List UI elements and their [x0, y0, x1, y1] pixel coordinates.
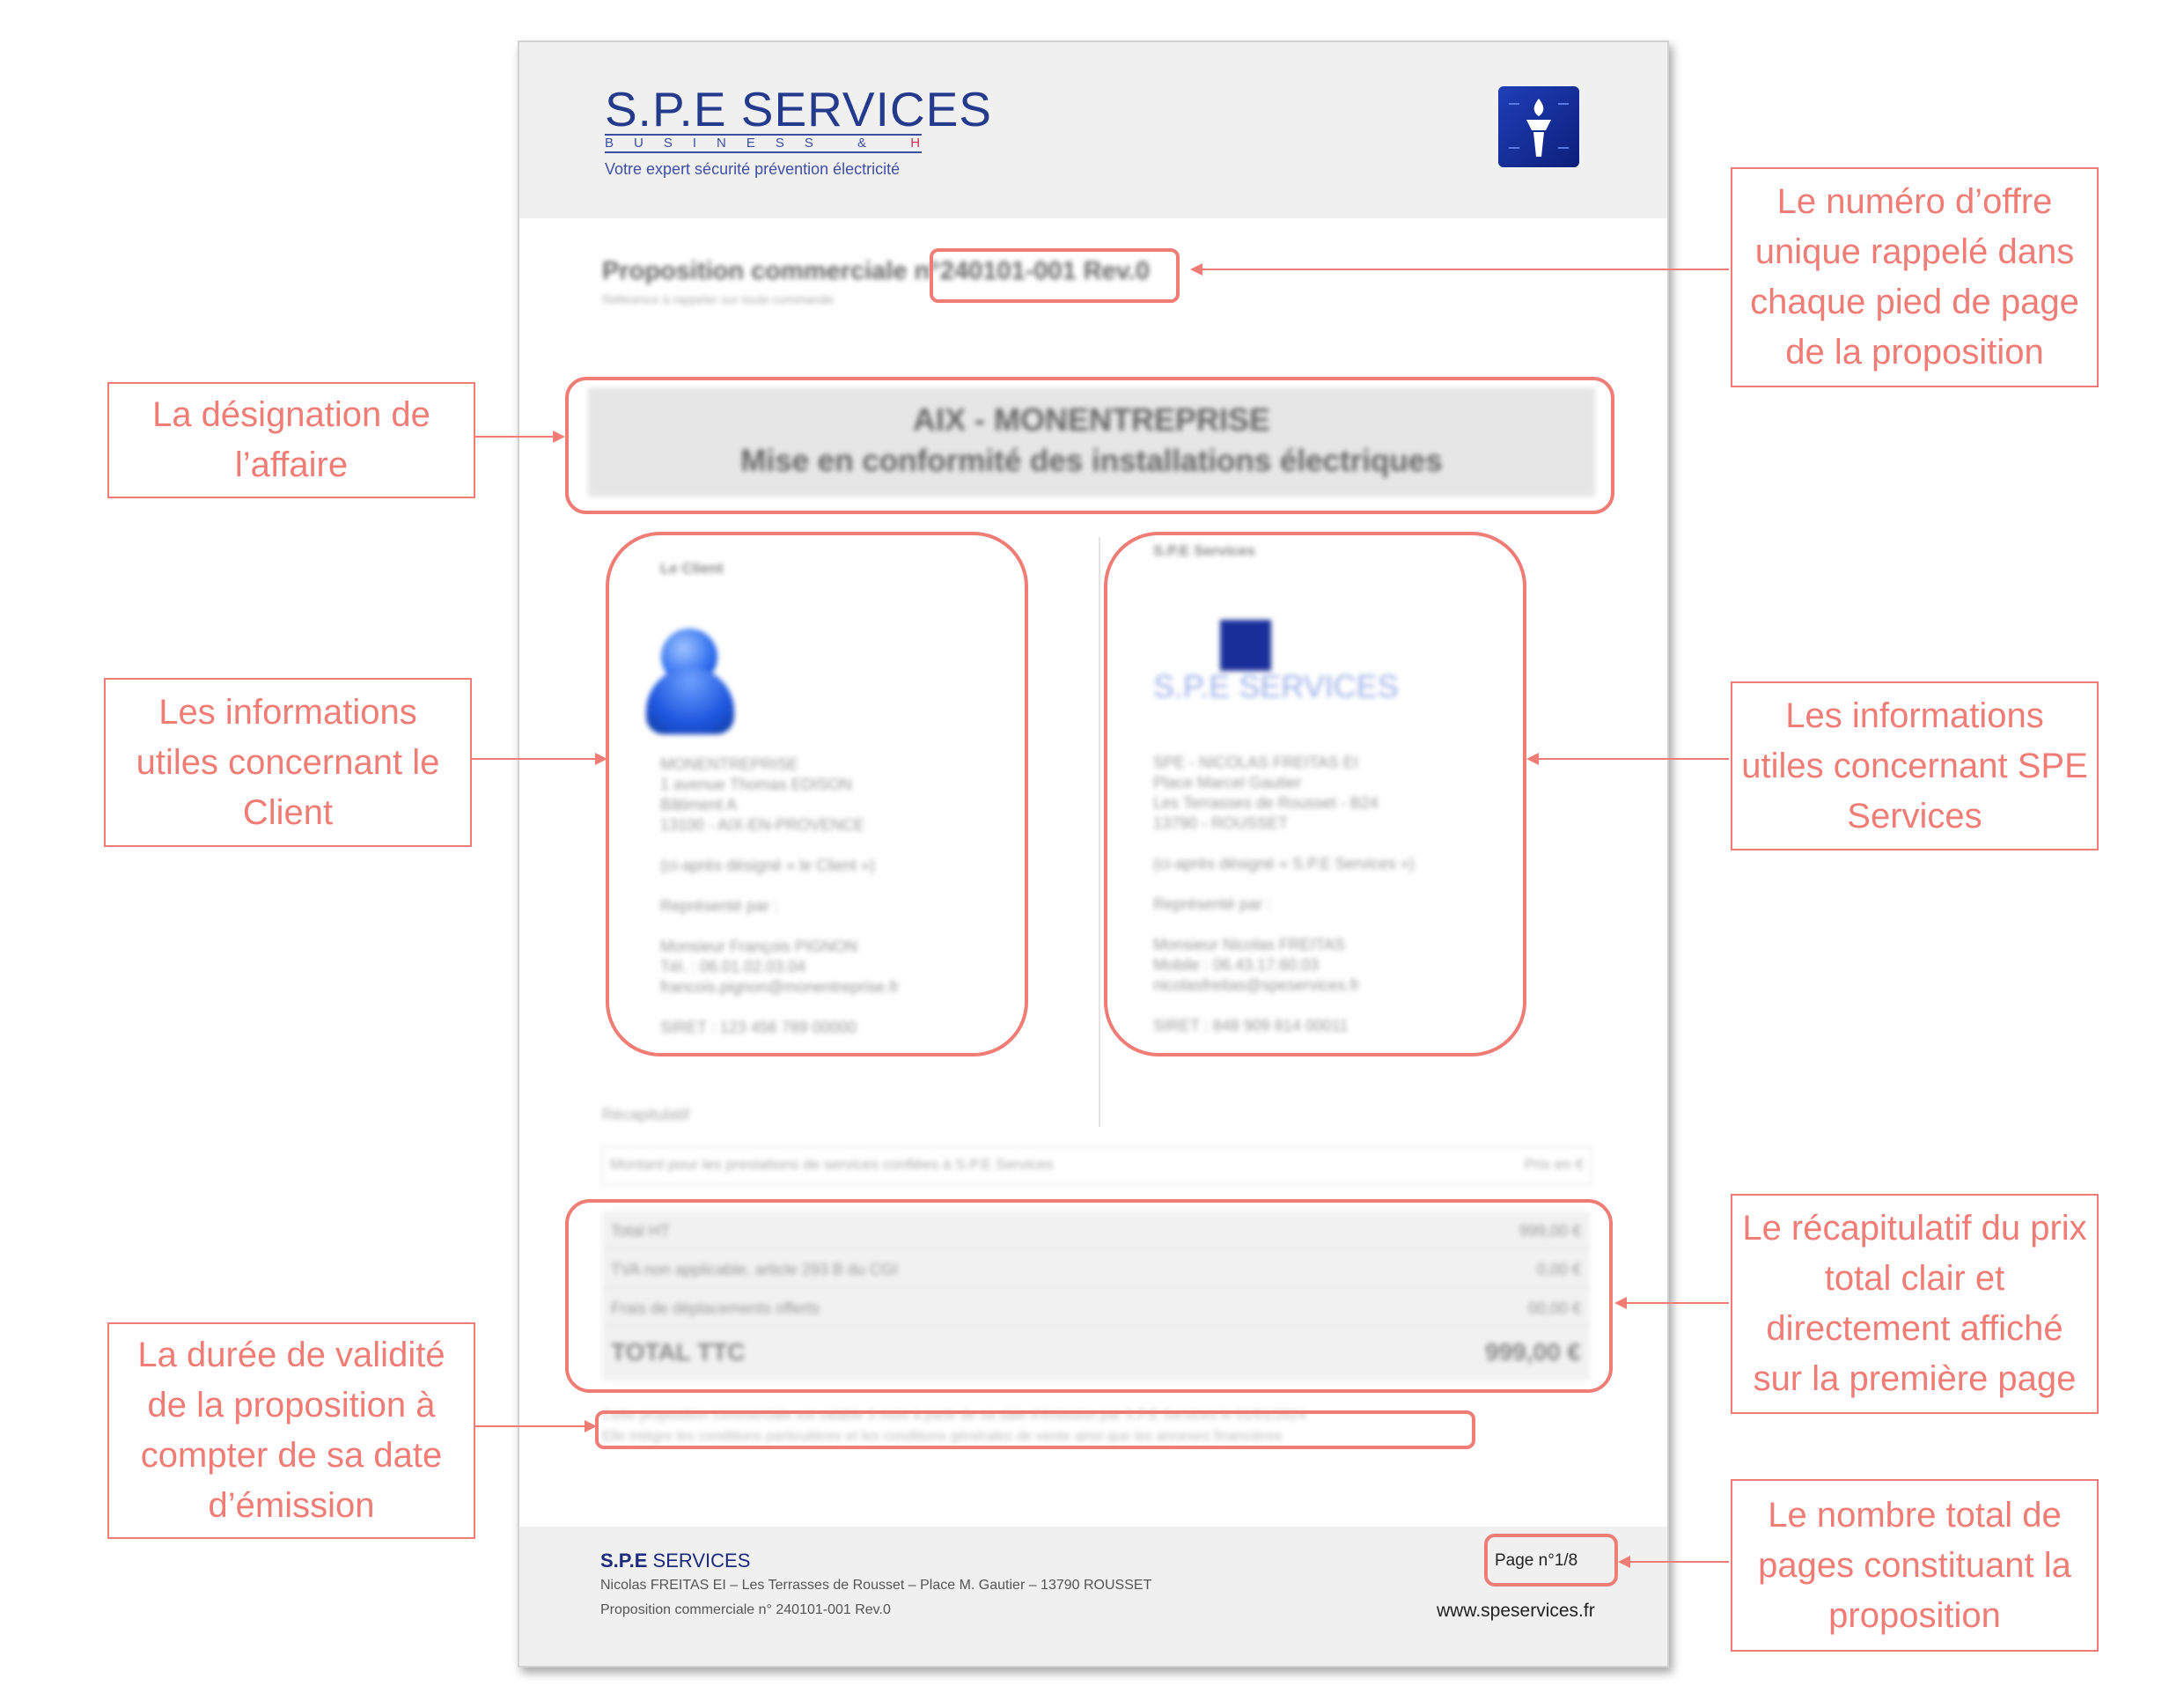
footer-brand: S.P.E SERVICES [600, 1550, 750, 1572]
table-row: TVA non applicable, article 293 B du CGI… [602, 1250, 1590, 1288]
spe-mini-logo-icon [1220, 620, 1271, 671]
recap-row-value: Prix en € [1524, 1156, 1584, 1173]
travel-fees-label: Frais de déplacements offerts [611, 1299, 820, 1317]
client-line: MONENTREPRISE [660, 755, 799, 773]
table-row: TOTAL TTC 999,00 € [602, 1328, 1590, 1379]
proposal-subtitle: Référence à rappeler sur toute commande [602, 292, 835, 306]
brand-block: S.P.E SERVICES BUSINESS & HOME Votre exp… [605, 85, 992, 179]
provider-line: 13790 - ROUSSET [1153, 814, 1289, 832]
client-line: Tél. : 06.01.02.03.04 [660, 958, 806, 975]
spe-mini-logo-name: S.P.E SERVICES [1153, 668, 1399, 704]
callout-client-info: Les informations utiles concernant le Cl… [104, 678, 472, 847]
recap-row: Montant pour les prestations de services… [602, 1146, 1592, 1185]
torch-logo-icon [1498, 86, 1579, 167]
spe-heading: S.P.E Services [1153, 542, 1255, 559]
footer-page-number: Page n°1/8 [1495, 1551, 1578, 1570]
client-line: Monsieur François PIGNON [660, 938, 858, 955]
callout-price-summary: Le récapitulatif du prix total clair et … [1731, 1194, 2099, 1414]
client-line: francois.pignon@monentreprise.fr [660, 978, 900, 996]
callout-designation: La désignation de l’affaire [107, 382, 475, 498]
callout-page-count: Le nombre total de pages constituant la … [1731, 1479, 2099, 1652]
total-ht-label: Total HT [611, 1222, 671, 1240]
brand-name: S.P.E SERVICES [605, 82, 992, 136]
footer-website[interactable]: www.speservices.fr [1437, 1601, 1595, 1621]
provider-line: SPE - NICOLAS FREITAS EI [1153, 754, 1358, 771]
total-ttc-label: TOTAL TTC [611, 1338, 746, 1366]
tva-value: 0,00 € [1536, 1261, 1581, 1278]
callout-spe-info: Les informations utiles concernant SPE S… [1731, 681, 2099, 850]
project-designation: AIX - MONENTREPRISE Mise en conformité d… [588, 387, 1595, 497]
footer-reference: Proposition commerciale n° 240101-001 Re… [600, 1602, 891, 1617]
provider-line: (ci-après désigné « S.P.E Services ») [1153, 855, 1415, 872]
recap-row-label: Montant pour les prestations de services… [610, 1156, 1054, 1173]
table-row: Total HT 999,00 € [602, 1211, 1590, 1249]
designation-line-1: AIX - MONENTREPRISE [912, 401, 1271, 438]
provider-line: Mobile : 06.43.17.60.03 [1153, 956, 1320, 974]
footer-brand-services: SERVICES [652, 1550, 751, 1572]
client-info-block: Le Client MONENTREPRISE 1 avenue Thomas E… [646, 558, 1118, 1036]
client-heading: Le Client [660, 560, 724, 577]
total-ht-value: 999,00 € [1519, 1222, 1581, 1240]
client-line: 1 avenue Thomas EDISON [660, 776, 852, 793]
client-line: 13100 - AIX-EN-PROVENCE [660, 816, 865, 834]
client-details: MONENTREPRISE 1 avenue Thomas EDISON Bâtim… [660, 754, 899, 1037]
spe-details: SPE - NICOLAS FREITAS EI Place Marcel Gau… [1153, 752, 1415, 1035]
validity-line-2: Elle intègre les conditions particulière… [602, 1429, 1283, 1444]
document-header: S.P.E SERVICES BUSINESS & HOME Votre exp… [519, 42, 1667, 218]
tva-label: TVA non applicable, article 293 B du CGI [611, 1261, 898, 1278]
designation-line-2: Mise en conformité des installations éle… [740, 444, 1443, 478]
brand-sub-business: BUSINESS [605, 136, 834, 151]
client-line: SIRET : 123 456 789 00000 [660, 1019, 857, 1036]
callout-offer-number: Le numéro d’offre unique rappelé dans ch… [1731, 167, 2099, 387]
proposal-title: Proposition commerciale n°240101-001 Rev… [602, 257, 1150, 285]
footer-brand-spe: S.P.E [600, 1550, 648, 1572]
column-divider [1099, 537, 1100, 1127]
price-summary-table: Total HT 999,00 € TVA non applicable, ar… [602, 1211, 1590, 1380]
footer-address: Nicolas FREITAS EI – Les Terrasses de Ro… [600, 1578, 1152, 1593]
travel-fees-value: 00,00 € [1527, 1299, 1581, 1317]
client-line: (ci-après désigné « le Client ») [660, 857, 876, 874]
brand-sub-amp: & [857, 136, 887, 151]
client-line: Bâtiment A [660, 796, 738, 814]
brand-sub-home: HOME [910, 136, 922, 151]
total-ttc-value: 999,00 € [1485, 1338, 1581, 1366]
provider-line: SIRET : 848 909 814 00011 [1153, 1017, 1349, 1034]
provider-line: Monsieur Nicolas FREITAS [1153, 936, 1345, 953]
table-row: Frais de déplacements offerts 00,00 € [602, 1289, 1590, 1327]
callout-validity: La durée de validité de la proposition à… [107, 1322, 475, 1539]
brand-tagline: Votre expert sécurité prévention électri… [605, 160, 901, 178]
provider-line: Les Terrasses de Rousset - B24 [1153, 794, 1379, 812]
document-footer [519, 1527, 1667, 1666]
brand-subline: BUSINESS & HOME [605, 134, 922, 153]
spe-info-block: S.P.E Services S.P.E SERVICES SPE - NICO… [1153, 541, 1611, 1034]
provider-line: nicolasfreitas@speservices.fr [1153, 976, 1360, 994]
provider-line: Représenté par : [1153, 895, 1272, 913]
client-line: Représenté par : [660, 897, 779, 915]
recap-label: Récapitulatif [602, 1106, 690, 1123]
provider-line: Place Marcel Gautier [1153, 774, 1302, 791]
